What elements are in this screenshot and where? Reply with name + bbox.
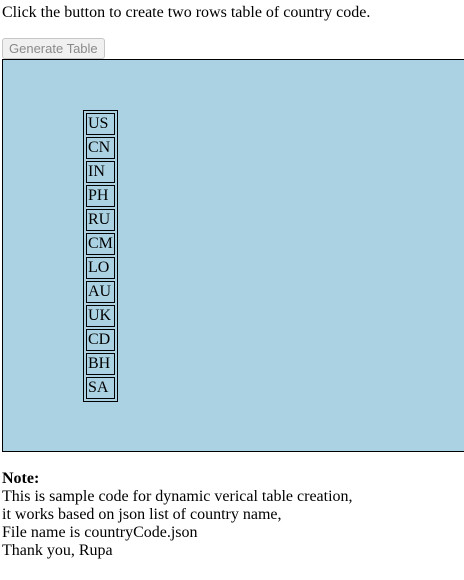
generate-table-button[interactable]: Generate Table <box>2 38 105 59</box>
table-row: CD <box>86 329 115 351</box>
table-row: RU <box>86 209 115 231</box>
table-row: BH <box>86 353 115 375</box>
table-row: CM <box>86 233 115 255</box>
table-row: US <box>86 113 115 135</box>
country-code-cell: UK <box>86 305 115 327</box>
table-row: PH <box>86 185 115 207</box>
country-code-cell: AU <box>86 281 115 303</box>
table-row: UK <box>86 305 115 327</box>
note-line: File name is countryCode.json <box>2 524 198 541</box>
table-row: SA <box>86 377 115 399</box>
country-code-cell: LO <box>86 257 115 279</box>
table-row: LO <box>86 257 115 279</box>
country-code-cell: IN <box>86 161 115 183</box>
note-line: This is sample code for dynamic verical … <box>2 488 353 505</box>
note-line: it works based on json list of country n… <box>2 506 282 523</box>
instruction-text: Click the button to create two rows tabl… <box>2 4 371 21</box>
note-line: Thank you, Rupa <box>2 542 113 559</box>
table-row: IN <box>86 161 115 183</box>
table-row: CN <box>86 137 115 159</box>
country-code-cell: PH <box>86 185 115 207</box>
note-section: Note: This is sample code for dynamic ve… <box>2 470 353 560</box>
country-code-cell: US <box>86 113 115 135</box>
country-code-cell: CD <box>86 329 115 351</box>
country-code-cell: RU <box>86 209 115 231</box>
table-row: AU <box>86 281 115 303</box>
country-code-cell: CN <box>86 137 115 159</box>
note-title: Note: <box>2 470 40 487</box>
country-code-cell: SA <box>86 377 115 399</box>
country-code-cell: BH <box>86 353 115 375</box>
country-code-cell: CM <box>86 233 115 255</box>
